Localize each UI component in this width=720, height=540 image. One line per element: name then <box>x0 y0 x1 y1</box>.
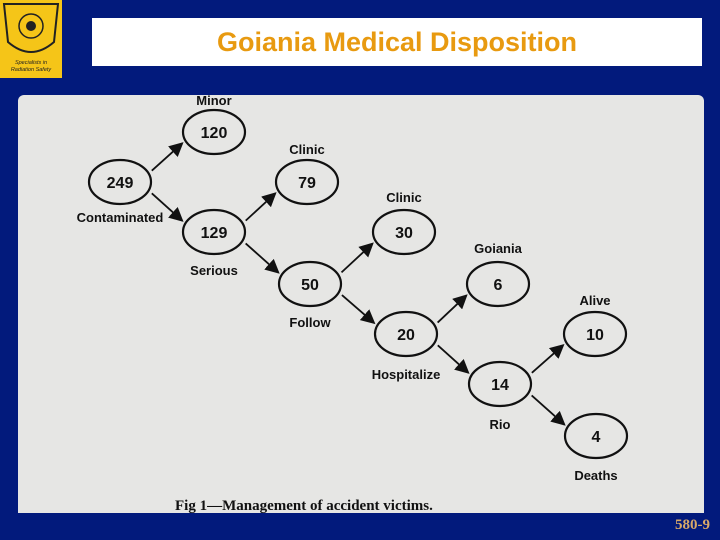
node-label: Rio <box>490 417 511 432</box>
arrow-n249-n120 <box>151 142 184 172</box>
svg-text:Specialists in: Specialists in <box>15 60 47 66</box>
node-label: Contaminated <box>77 210 164 225</box>
node-value: 120 <box>201 125 228 142</box>
arrow-n50-n20 <box>341 294 376 325</box>
node-value: 4 <box>592 429 601 446</box>
node-30 <box>371 208 437 256</box>
title-box: Goiania Medical Disposition <box>92 18 702 66</box>
svg-text:Radiation Safety: Radiation Safety <box>11 67 53 73</box>
arrow-n20-n14 <box>437 344 470 374</box>
node-label: Serious <box>190 263 238 278</box>
node-value: 30 <box>395 225 413 242</box>
node-value: 249 <box>107 175 134 192</box>
node-4 <box>563 412 629 460</box>
node-value: 50 <box>301 277 319 294</box>
slide-title: Goiania Medical Disposition <box>216 26 578 57</box>
node-50 <box>277 260 343 308</box>
arrow-n129-n50 <box>245 242 280 274</box>
slide-number: 580-9 <box>675 517 710 533</box>
node-value: 6 <box>494 277 503 294</box>
node-value: 79 <box>298 175 316 192</box>
node-120 <box>181 108 247 156</box>
node-6 <box>465 260 531 308</box>
hps-logo: Specialists in Radiation Safety <box>0 0 62 78</box>
arrow-n20-n6 <box>437 294 468 324</box>
node-value: 20 <box>397 327 415 344</box>
arrow-n249-n129 <box>151 192 184 222</box>
figure-caption: Fig 1—Management of accident victims. <box>175 498 433 513</box>
arrow-n14-n10 <box>531 343 565 374</box>
node-10 <box>562 310 628 358</box>
node-label: Deaths <box>574 468 617 483</box>
node-14 <box>467 360 533 408</box>
arrow-n14-n4 <box>531 394 566 426</box>
node-249 <box>87 158 153 206</box>
arrow-n129-n79 <box>245 192 277 222</box>
node-label: Follow <box>289 315 331 330</box>
node-label: Hospitalize <box>372 367 441 382</box>
node-value: 14 <box>491 377 509 394</box>
node-79 <box>274 158 340 206</box>
node-value: 10 <box>586 327 604 344</box>
node-label: Clinic <box>289 142 324 157</box>
node-label: Minor <box>196 95 231 108</box>
node-label: Alive <box>579 293 610 308</box>
node-20 <box>373 310 439 358</box>
node-value: 129 <box>201 225 228 242</box>
node-label: Clinic <box>386 190 421 205</box>
node-label: Goiania <box>474 241 522 256</box>
arrow-n50-n30 <box>340 242 374 274</box>
node-129 <box>181 208 247 256</box>
